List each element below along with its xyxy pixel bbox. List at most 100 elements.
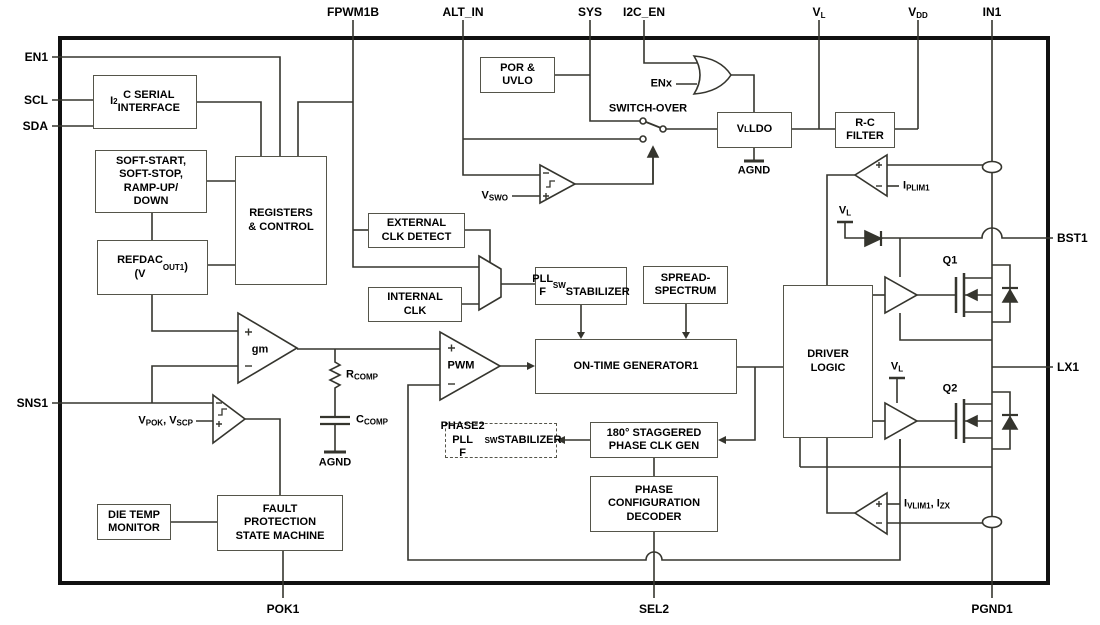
block-registers-control: REGISTERS& CONTROL — [235, 156, 327, 285]
label-gm-amp: gm — [251, 343, 269, 356]
agnd-ldo-symbol — [744, 148, 764, 163]
wire-sys — [555, 20, 640, 122]
vl-q2-rail — [889, 376, 905, 403]
rcomp-resistor — [328, 349, 342, 417]
pin-label-fpwm1b: FPWM1B — [327, 5, 379, 19]
wire-driver-pgnd — [799, 438, 992, 468]
pin-label-pok1: POK1 — [266, 602, 300, 616]
label-vl-q2-driver: VL — [890, 360, 904, 374]
amp-input-marks — [216, 162, 882, 524]
arrowheads — [527, 332, 726, 444]
wire-ontime-stagger — [726, 367, 756, 441]
q1-body-arrow — [965, 288, 978, 302]
q1-body-diode — [1001, 288, 1019, 303]
compensation-network — [320, 349, 350, 454]
pin-label-sns1: SNS1 — [16, 396, 48, 410]
block-por-uvlo: POR &UVLO — [480, 57, 555, 93]
q1-mosfet — [954, 264, 1019, 323]
label-vl-bst: VL — [838, 204, 852, 218]
pin-label-pgnd1: PGND1 — [971, 602, 1013, 616]
vswo-comparator — [539, 163, 577, 205]
q2-mosfet — [954, 391, 1019, 450]
pin-label-i2c-en: I2C_EN — [622, 5, 666, 19]
pwm-comparator — [439, 330, 502, 402]
wire-or-ldo — [731, 74, 755, 112]
wire-refdac-gm-plus — [151, 295, 238, 332]
label-agnd-comp: AGND — [318, 456, 352, 469]
chip-outline — [58, 36, 1050, 585]
iplim-comparator — [853, 153, 888, 198]
or-gate — [692, 55, 732, 95]
wire-vswo-out — [575, 156, 654, 185]
label-rcomp: RCOMP — [346, 368, 378, 382]
wire-i2c-to-registers — [197, 101, 262, 156]
label-iplim1: IPLIM1 — [903, 179, 930, 193]
q2-body-diode — [1001, 415, 1019, 430]
label-switch-over: SWITCH-OVER — [608, 102, 688, 115]
block-soft-start: SOFT-START,SOFT-STOP,RAMP-UP/DOWN — [95, 150, 207, 213]
pin-label-lx1: LX1 — [1057, 360, 1080, 374]
switch-over-switch — [639, 117, 667, 184]
pin-label-bst1: BST1 — [1057, 231, 1088, 245]
wire-en1 — [52, 56, 281, 156]
block-on-time-generator1: ON-TIME GENERATOR1 — [535, 339, 737, 394]
pin-label-alt-in: ALT_IN — [442, 5, 484, 19]
wire-iplim-out — [826, 174, 855, 285]
in1-sense-tap — [981, 160, 1003, 174]
label-q1: Q1 — [942, 254, 958, 267]
ivlim-comparator — [853, 491, 888, 536]
wire-i2c-en — [643, 20, 697, 64]
q2-gate-driver-buffer — [884, 401, 919, 441]
vpok-comparator — [212, 393, 247, 445]
pin-label-sda: SDA — [22, 119, 48, 133]
label-q2: Q2 — [942, 382, 958, 395]
switch-control-arrow — [646, 145, 660, 158]
label-vswo: VSWO — [481, 189, 508, 203]
bst-diode — [864, 229, 883, 248]
wire-vpok-out — [245, 418, 281, 495]
pin-label-vl: VL — [812, 5, 826, 20]
q1-gate-driver-buffer — [884, 275, 919, 315]
block-spread-spectrum: SPREAD-SPECTRUM — [643, 266, 728, 304]
bst-network — [837, 220, 1053, 341]
clock-mux — [478, 254, 502, 312]
pin-label-sys: SYS — [577, 5, 603, 19]
pin-label-sel2: SEL2 — [638, 602, 670, 616]
wire-fpwm1b — [297, 20, 479, 268]
q2-body-arrow — [965, 414, 978, 428]
label-agnd-ldo: AGND — [737, 164, 771, 177]
label-ivlim1-izx: IVLIM1, IZX — [904, 497, 951, 511]
ccomp-capacitor — [320, 415, 350, 426]
wire-current-sense — [407, 384, 901, 561]
pgnd-sense-tap — [981, 515, 1003, 529]
wire-alt-in — [462, 20, 640, 176]
label-enx: ENx — [650, 77, 672, 90]
label-vpok-vscp: VPOK, VSCP — [138, 414, 193, 428]
wire-bst1-hop — [881, 227, 1053, 239]
wire-extclk-mux — [465, 229, 491, 263]
label-ccomp: CCOMP — [356, 413, 388, 427]
pin-label-en1: EN1 — [24, 50, 48, 64]
pin-label-vdd: VDD — [908, 5, 928, 20]
pin-label-scl: SCL — [24, 93, 48, 107]
wire-gm-minus-sns — [151, 365, 238, 403]
pin-label-in1: IN1 — [982, 5, 1002, 19]
switch-arm — [645, 121, 662, 129]
wire-ivlim-out — [826, 438, 855, 514]
label-pwm-comp: PWM — [447, 359, 475, 372]
